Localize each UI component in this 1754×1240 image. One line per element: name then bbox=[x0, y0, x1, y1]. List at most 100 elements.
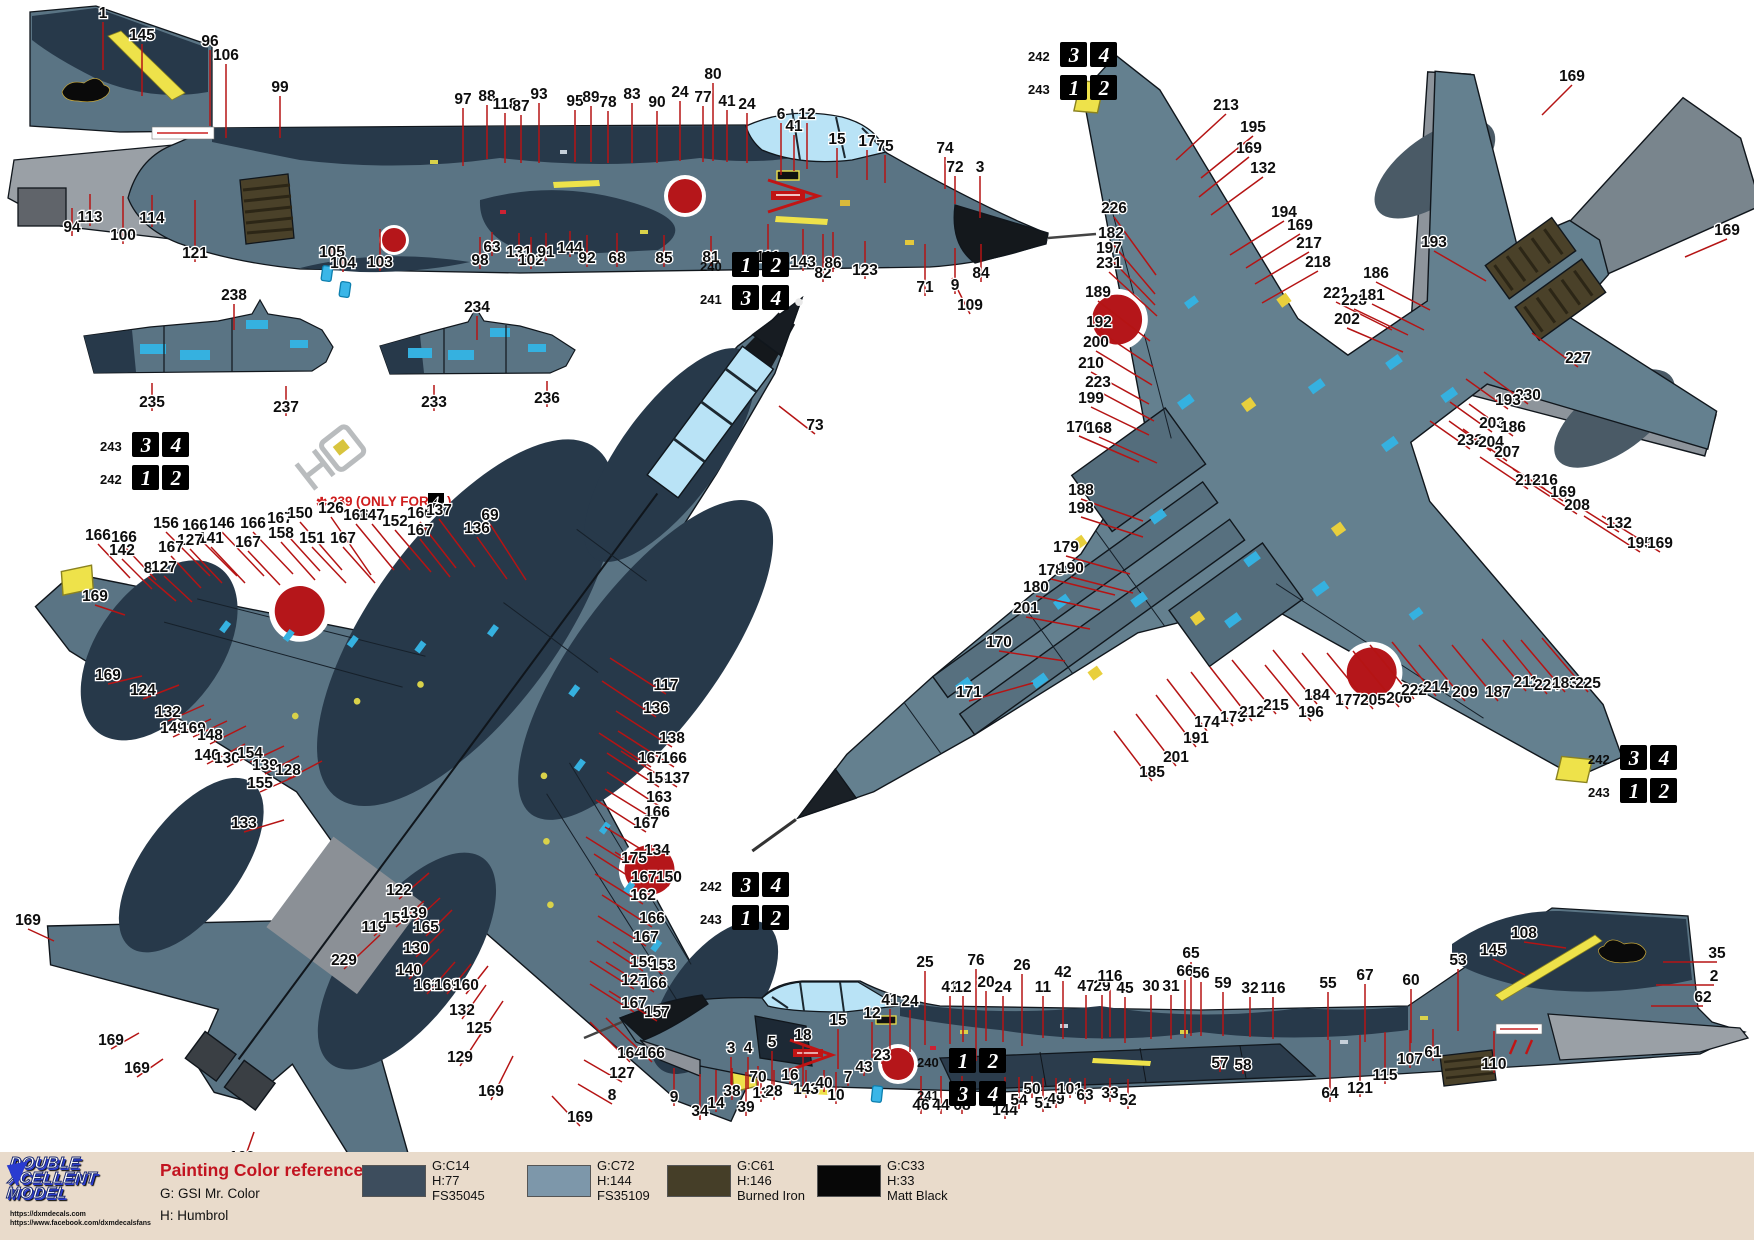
callout-number: 231 bbox=[1096, 255, 1122, 272]
callout-number: 204 bbox=[1478, 434, 1504, 451]
decal-digit: 4 bbox=[1658, 746, 1670, 770]
callout-number: 128 bbox=[275, 762, 301, 779]
callout-number: 70 bbox=[749, 1069, 766, 1086]
callout-number: 169 bbox=[180, 720, 206, 737]
block-row-label: 241 bbox=[917, 1088, 939, 1103]
leader-line bbox=[1564, 497, 1620, 533]
leader-line bbox=[1108, 271, 1158, 317]
callout-number: 169 bbox=[82, 588, 108, 605]
callout-number: 101 bbox=[1057, 1081, 1083, 1098]
callout-number: 41 bbox=[785, 118, 803, 135]
callout-number: 59 bbox=[1214, 975, 1232, 992]
leader-line bbox=[1326, 652, 1374, 710]
callout-number: 211 bbox=[1513, 674, 1538, 691]
callout-number: 56 bbox=[1192, 965, 1210, 982]
callout-number: 32 bbox=[1241, 980, 1258, 997]
leader-line bbox=[1113, 216, 1157, 276]
leader-line bbox=[210, 546, 246, 584]
watermark-hd-logo bbox=[294, 424, 367, 491]
gear-bay bbox=[1168, 541, 1304, 668]
painting-color-reference-bar: DOUBLE XCELLENT MODEL https://dxmdecals.… bbox=[0, 1152, 1754, 1240]
note-asterisk: ✱ bbox=[316, 495, 328, 510]
leader-line bbox=[1264, 664, 1312, 722]
callout-number: 88 bbox=[478, 88, 496, 105]
callout-number: 90 bbox=[648, 94, 665, 111]
callout-number: 150 bbox=[656, 869, 682, 886]
leader-line bbox=[243, 819, 285, 833]
callout-number: 80 bbox=[704, 66, 721, 83]
callout-number: 161 bbox=[414, 977, 440, 994]
pitot-probe bbox=[1047, 232, 1097, 240]
callout-number: 83 bbox=[623, 86, 641, 103]
callout-number: 207 bbox=[1494, 444, 1520, 461]
leader-line bbox=[165, 531, 211, 577]
leader-line bbox=[1492, 958, 1526, 976]
callout-number: 29 bbox=[1093, 978, 1111, 995]
decal-digit-box bbox=[1650, 778, 1677, 803]
callout-number: 94 bbox=[63, 219, 81, 236]
callout-number: 140 bbox=[194, 747, 220, 764]
callout-number: 3 bbox=[727, 1040, 736, 1057]
callout-number: 167 bbox=[621, 995, 647, 1012]
callout-number: 145 bbox=[1480, 942, 1506, 959]
leader-line bbox=[94, 604, 126, 616]
fin-panther-marking bbox=[61, 78, 110, 103]
callout-number: 186 bbox=[1500, 419, 1526, 436]
callout-number: 72 bbox=[946, 159, 963, 176]
leader-line bbox=[476, 536, 508, 580]
callout-number: 233 bbox=[421, 394, 447, 411]
remove-before-flight-tag bbox=[320, 264, 352, 299]
leader-line bbox=[1502, 639, 1548, 695]
decal-digit-box bbox=[162, 465, 189, 490]
callout-number: 63 bbox=[1076, 1087, 1094, 1104]
callout-number: 155 bbox=[383, 910, 409, 927]
leader-line bbox=[408, 948, 440, 980]
callout-number: 132 bbox=[1250, 160, 1276, 177]
leader-line bbox=[490, 1055, 514, 1101]
callout-number: 8 bbox=[608, 1087, 617, 1104]
leader-line bbox=[419, 538, 451, 578]
leader-line bbox=[598, 732, 652, 768]
decal-digit: 4 bbox=[170, 433, 182, 457]
callout-number: 1 bbox=[99, 5, 108, 22]
callout-number: 131 bbox=[506, 244, 532, 261]
callout-number: 73 bbox=[806, 417, 824, 434]
callout-number: 152 bbox=[646, 770, 672, 787]
callout-number: 164 bbox=[617, 1045, 643, 1062]
callout-number: 46 bbox=[912, 1097, 930, 1114]
callout-number: 12 bbox=[863, 1005, 880, 1022]
callout-number: 177 bbox=[1335, 692, 1361, 709]
callout-number: 66 bbox=[1176, 963, 1194, 980]
nose-tip bbox=[795, 298, 803, 306]
intake-trunk bbox=[958, 518, 1246, 736]
callout-number: 3 bbox=[976, 159, 985, 176]
callout-number: 143 bbox=[793, 1081, 819, 1098]
callout-number: 167 bbox=[267, 510, 293, 527]
leader-line bbox=[438, 518, 476, 568]
callout-number: 74 bbox=[936, 140, 954, 157]
decal-digit: 2 bbox=[170, 466, 182, 490]
callout-number: 182 bbox=[1098, 225, 1124, 242]
rescue-marking bbox=[776, 170, 800, 181]
engine-nozzle bbox=[17, 187, 67, 227]
stencil-yellow bbox=[1072, 292, 1347, 681]
callout-number: 8 bbox=[144, 560, 153, 577]
leader-line bbox=[1098, 436, 1158, 464]
leader-line bbox=[1520, 639, 1566, 693]
leader-line bbox=[355, 523, 395, 571]
callout-number: 24 bbox=[901, 993, 919, 1010]
callout-number: 145 bbox=[129, 27, 155, 44]
callout-number: 191 bbox=[1183, 730, 1209, 747]
callout-number: 104 bbox=[330, 255, 356, 272]
leader-line bbox=[259, 775, 297, 793]
callout-number: 45 bbox=[1116, 980, 1134, 997]
leader-line bbox=[415, 928, 445, 958]
callout-number: 125 bbox=[466, 1020, 492, 1037]
leader-line bbox=[1108, 256, 1156, 306]
leader-line bbox=[287, 760, 323, 780]
